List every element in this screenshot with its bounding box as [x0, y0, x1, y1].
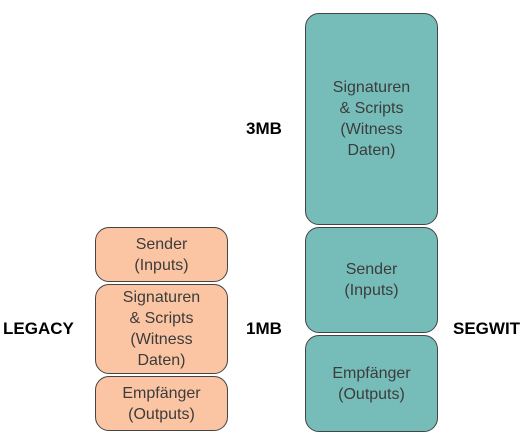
- legacy-label: LEGACY: [3, 319, 74, 338]
- segwit-signatures-block: Signaturen & Scripts (Witness Daten): [305, 13, 438, 225]
- legacy-recipient-block: Empfänger (Outputs): [95, 376, 228, 431]
- three-mb-label: 3MB: [246, 119, 282, 138]
- segwit-label: SEGWIT: [453, 319, 521, 338]
- segwit-sender-block: Sender (Inputs): [305, 227, 438, 333]
- one-mb-label: 1MB: [246, 319, 282, 338]
- legacy-sender-block: Sender (Inputs): [95, 227, 228, 282]
- segwit-recipient-block: Empfänger (Outputs): [305, 335, 438, 432]
- legacy-signatures-block: Signaturen & Scripts (Witness Daten): [95, 284, 228, 374]
